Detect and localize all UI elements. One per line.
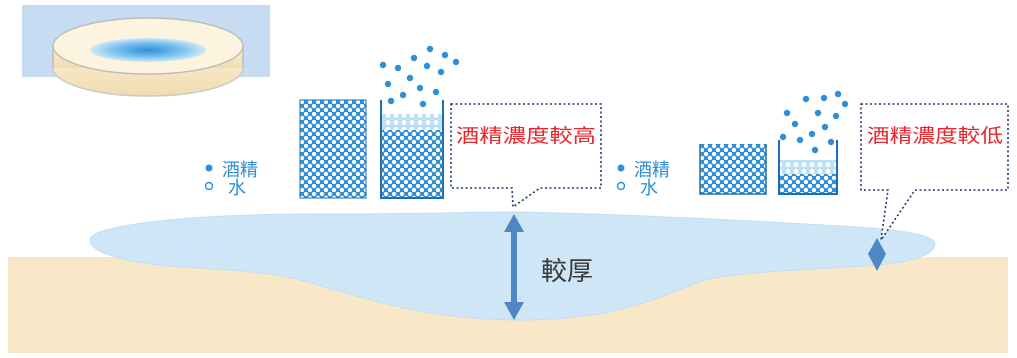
right-container-mixture (699, 144, 767, 195)
callout-low-box (860, 103, 1009, 241)
alcohol-legend-label: 酒精 (634, 160, 670, 181)
left-legend: 酒精 水 (204, 160, 258, 199)
water-legend-label: 水 (640, 178, 658, 199)
thickness-marker-thin (868, 238, 886, 271)
water-legend-dot (616, 181, 626, 191)
callout-high-box (450, 103, 602, 209)
right-alcohol-vapor (779, 90, 849, 154)
left-container-mixture (299, 99, 367, 199)
water-legend-label: 水 (228, 178, 246, 199)
right-legend: 酒精 水 (616, 160, 670, 199)
thickness-arrow-thick (504, 214, 524, 320)
water-legend-dot (204, 181, 214, 191)
left-alcohol-vapor (379, 45, 460, 108)
alcohol-legend-dot (205, 164, 213, 172)
petri-dish-inset (22, 5, 270, 97)
callout-low-text: 酒精濃度較低 (867, 125, 1003, 147)
thick-label: 較厚 (541, 257, 593, 287)
alcohol-legend-dot (617, 164, 625, 172)
callout-high-text: 酒精濃度較高 (456, 125, 596, 147)
alcohol-legend-label: 酒精 (222, 160, 258, 181)
right-container-evaporating (778, 140, 838, 195)
left-container-evaporating (380, 100, 444, 199)
